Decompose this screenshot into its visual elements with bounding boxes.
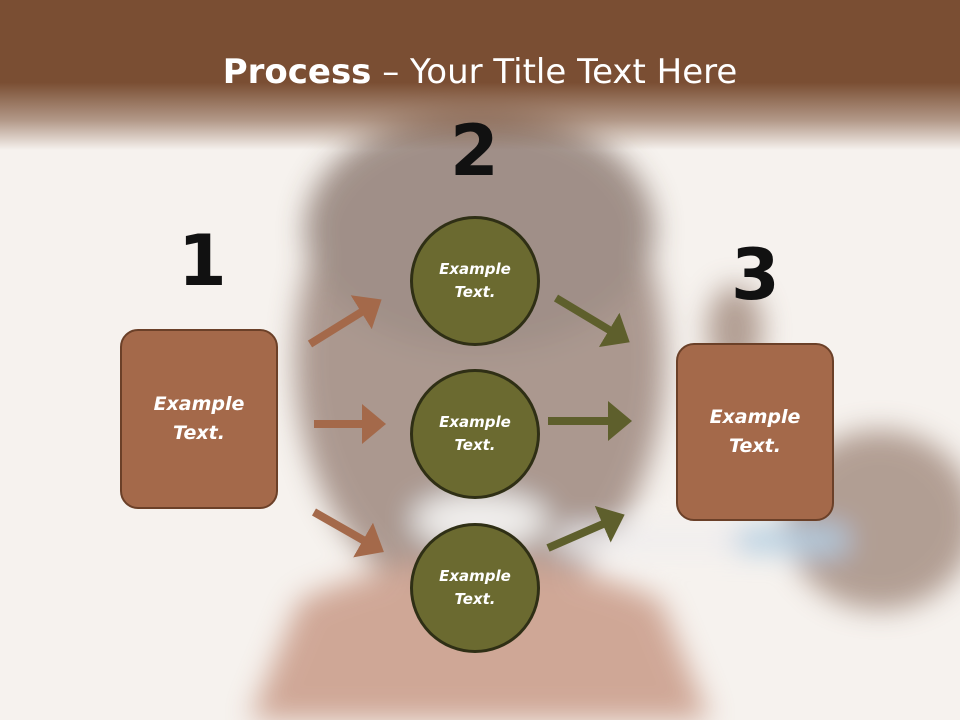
arrow-left-to-top xyxy=(307,295,382,348)
step-1-text: Example Text. xyxy=(153,393,245,444)
title-bar xyxy=(0,0,960,150)
step-2a-circle: Example Text. xyxy=(410,216,540,346)
step-2b-text: Example Text. xyxy=(439,413,511,454)
step-2c-circle: Example Text. xyxy=(410,523,540,653)
step-3-text: Example Text. xyxy=(709,406,801,457)
step-2c-text: Example Text. xyxy=(439,567,511,608)
step-number-2: 2 xyxy=(450,110,499,192)
arrow-left-to-bottom xyxy=(312,508,384,558)
title-bold: Process xyxy=(222,52,372,92)
slide-title: Process – Your Title Text Here xyxy=(0,52,960,92)
arrow-bottom-to-right xyxy=(546,505,625,552)
step-1-box: Example Text. xyxy=(120,329,278,509)
title-rest: – Your Title Text Here xyxy=(371,52,738,92)
step-2b-circle: Example Text. xyxy=(410,369,540,499)
step-2a-text: Example Text. xyxy=(439,260,511,301)
arrow-top-to-right xyxy=(553,294,630,348)
step-3-box: Example Text. xyxy=(676,343,834,521)
step-number-3: 3 xyxy=(731,234,780,316)
step-number-1: 1 xyxy=(178,220,227,302)
